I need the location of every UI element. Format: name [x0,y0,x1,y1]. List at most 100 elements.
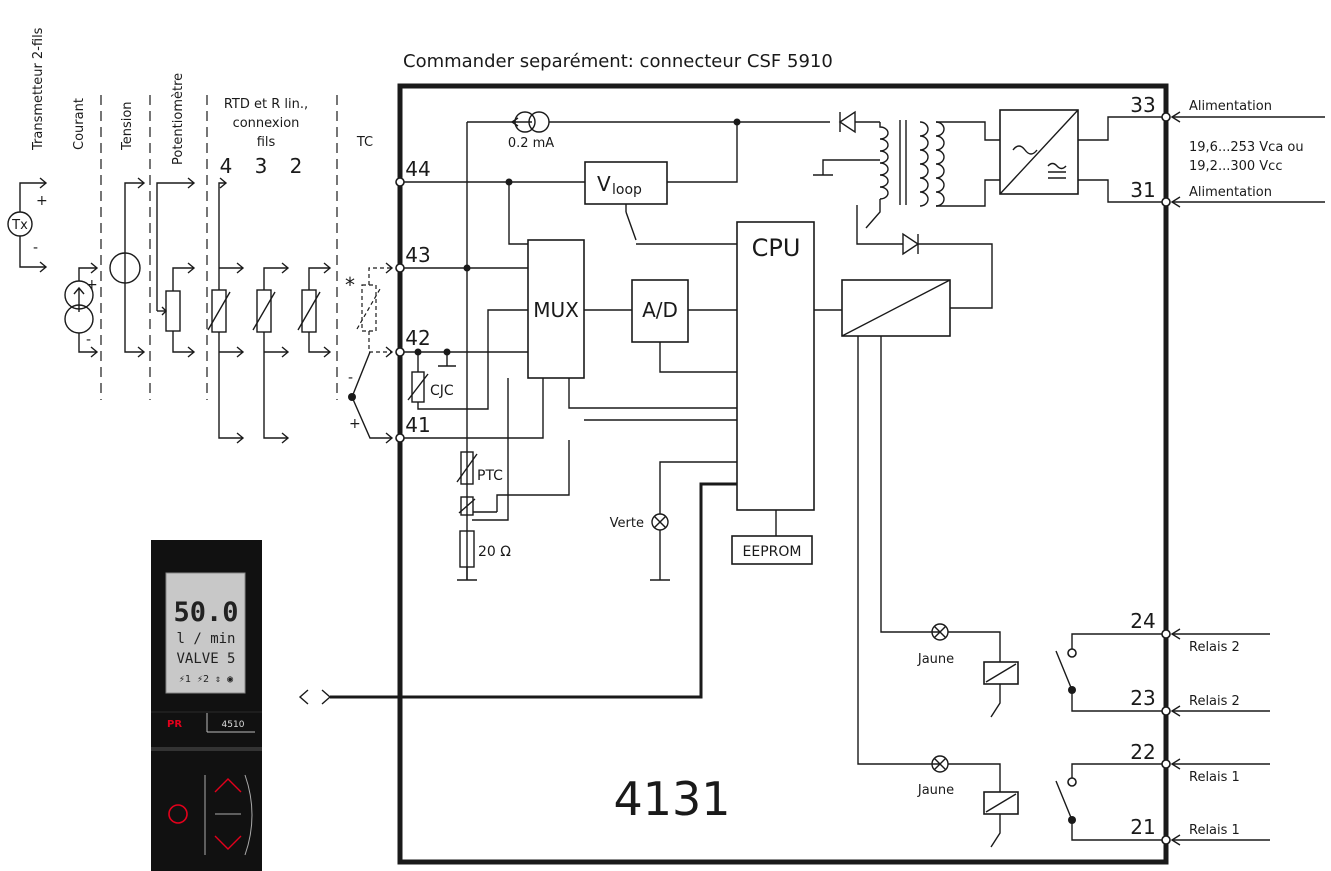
lcd-screen [165,572,246,694]
down-button[interactable] [214,835,242,850]
cpu-block: CPU [736,221,815,511]
bidirectional-arrow [298,689,332,705]
led-green: Verte [610,513,669,531]
svg-text:*: * [345,273,355,297]
vloop-block: V loop [584,161,668,205]
svg-text:43: 43 [405,243,430,267]
module-frame [397,83,1169,865]
svg-text:+: + [86,277,98,293]
svg-text:+: + [36,193,48,209]
svg-text:41: 41 [405,413,430,437]
svg-text:44: 44 [405,157,430,181]
svg-text:+: + [349,416,361,432]
terminal-24[interactable]: 24 [1122,609,1171,639]
terminal-33[interactable]: 33 [1124,93,1171,122]
svg-text:Relais 2: Relais 2 [1189,694,1240,709]
mux-block: MUX [527,239,585,379]
current-source-symbol: + - [64,262,99,358]
terminal-21[interactable]: 21 [1122,815,1171,845]
lcd-tag: VALVE 5 [176,651,235,667]
model-number: 4510 [222,720,245,730]
module-number: 4131 [613,772,730,826]
order-note: Commander separément: connecteur CSF 591… [403,51,833,72]
current-source-02ma: 0.2 mA [508,111,554,151]
terminal-41[interactable]: 41 [395,413,431,443]
svg-text:20 Ω: 20 Ω [478,544,511,560]
transmitter-symbol: Tx + - [7,177,48,273]
label-current: Courant [72,98,87,150]
svg-text:V: V [597,172,611,196]
svg-text:33: 33 [1130,93,1155,117]
svg-text:Alimentation: Alimentation [1189,185,1272,200]
label-potentiometer: Potentiomètre [171,73,186,165]
lcd-unit: l / min [176,631,235,647]
label-rtd-line3: fils [257,135,276,150]
svg-text:0.2 mA: 0.2 mA [508,136,554,151]
rtd-2-wire-symbol [297,262,332,358]
cjc-sensor: CJC [407,309,528,410]
svg-text:31: 31 [1130,178,1155,202]
svg-text:Alimentation: Alimentation [1189,99,1272,114]
lcd-value: 50.0 [173,597,238,628]
svg-text:Tx: Tx [11,218,28,233]
svg-text:Jaune: Jaune [917,652,954,667]
terminal-42[interactable]: 42 [395,326,431,357]
svg-text:24: 24 [1130,609,1155,633]
supply-labels: Alimentation 19,6...253 Vca ou 19,2...30… [1170,99,1325,208]
brand-logo: PR [167,719,182,730]
relay-2: Jaune [917,623,1122,718]
svg-text:CPU: CPU [752,234,801,262]
svg-text:22: 22 [1130,740,1155,764]
svg-text:19,6...253 Vca ou: 19,6...253 Vca ou [1189,140,1304,155]
display-device-4510[interactable]: 50.0 l / min VALVE 5 ⚡1 ⚡2 ⇕ ◉ PR 4510 [151,540,262,871]
diode-top [838,110,880,134]
relay-1: Jaune [917,755,1122,848]
svg-text:Relais 1: Relais 1 [1189,823,1240,838]
label-tc: TC [356,135,373,150]
label-3-wire: 3 [255,154,268,178]
svg-text:21: 21 [1130,815,1155,839]
svg-text:-: - [348,370,353,386]
label-rtd-line2: connexion [233,116,300,131]
terminal-43[interactable]: 43 [395,243,431,273]
svg-text:PTC: PTC [477,468,503,484]
svg-text:EEPROM: EEPROM [743,544,802,560]
eeprom-block: EEPROM [731,535,813,565]
terminal-23[interactable]: 23 [1122,686,1171,716]
label-rtd-line1: RTD et R lin., [224,97,308,112]
svg-text:A/D: A/D [642,298,678,322]
isolation-block [841,279,951,337]
potentiometer-symbol [156,177,196,358]
relay-labels: Relais 2 Relais 2 Relais 1 Relais 1 [1170,628,1270,846]
rtd-3-wire-symbol [252,262,290,444]
label-voltage: Tension [120,101,135,151]
svg-text:CJC: CJC [430,383,454,399]
up-button[interactable] [214,778,242,793]
svg-text:MUX: MUX [533,298,579,322]
label-transmitter: Transmetteur 2-fils [31,27,46,151]
svg-text:loop: loop [612,182,642,198]
ptc-sensor: PTC [456,451,503,485]
svg-text:19,2...300 Vcc: 19,2...300 Vcc [1189,159,1282,174]
svg-text:-: - [33,240,38,256]
thermocouple-symbol: * - + [345,262,394,444]
adc-block: A/D [631,279,689,343]
svg-text:-: - [86,332,91,348]
svg-text:23: 23 [1130,686,1155,710]
rtd-4-wire-symbol [207,177,245,444]
lcd-status-icons: ⚡1 ⚡2 ⇕ ◉ [179,674,233,685]
label-2-wire: 2 [290,154,303,178]
voltage-source-symbol [109,177,146,358]
terminal-22[interactable]: 22 [1122,740,1171,769]
ok-button[interactable] [168,804,188,824]
svg-text:Verte: Verte [610,516,644,531]
svg-text:Relais 2: Relais 2 [1189,640,1240,655]
svg-text:Relais 1: Relais 1 [1189,770,1240,785]
label-4-wire: 4 [220,154,233,178]
terminal-44[interactable]: 44 [395,157,431,187]
ac-dc-converter [999,109,1079,195]
terminal-31[interactable]: 31 [1124,178,1171,207]
svg-text:42: 42 [405,326,430,350]
diode-second [856,205,993,309]
